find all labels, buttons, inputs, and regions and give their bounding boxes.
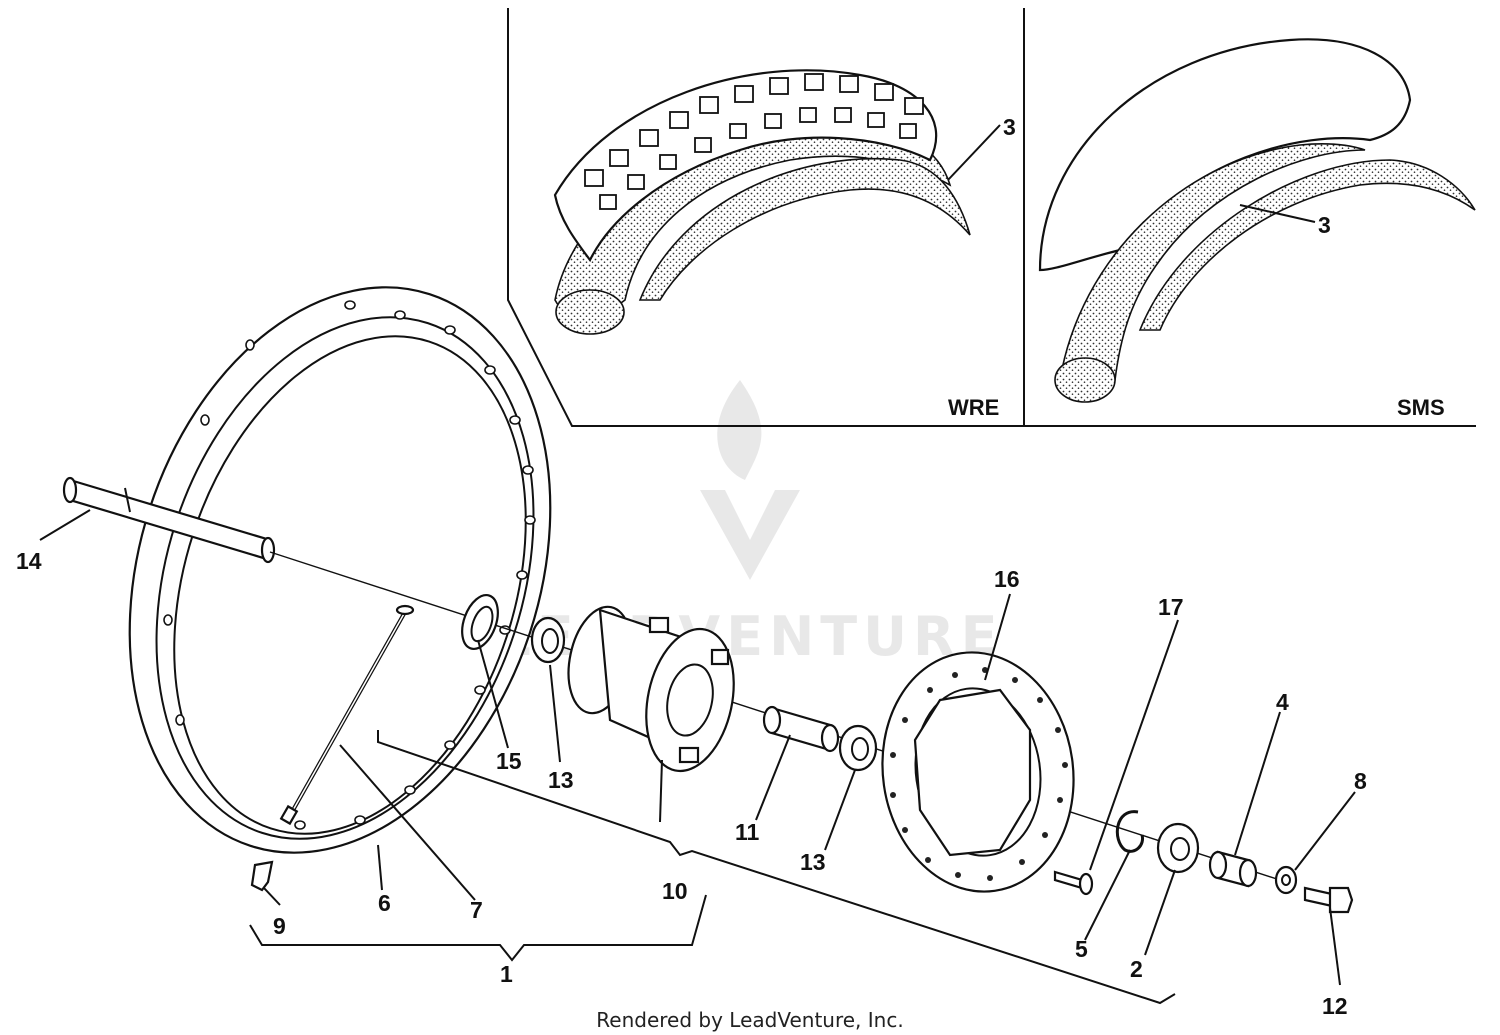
spoke xyxy=(279,604,415,826)
watermark: LEADVENTURE xyxy=(497,380,997,668)
callout-13-left: 13 xyxy=(548,767,574,793)
callout-5: 5 xyxy=(1075,936,1088,962)
leader-lines xyxy=(39,124,1356,1005)
hub xyxy=(567,605,735,773)
bearing-13-right xyxy=(838,724,878,772)
sms-tire-illustration xyxy=(1038,38,1476,403)
callout-9: 9 xyxy=(273,913,286,939)
rim xyxy=(128,286,552,854)
callout-7: 7 xyxy=(470,897,483,923)
callout-3-wre: 3 xyxy=(1003,114,1016,140)
circlip xyxy=(1115,810,1145,853)
seal-15 xyxy=(461,594,499,650)
callout-15: 15 xyxy=(496,748,522,774)
wre-tire-illustration xyxy=(553,69,971,335)
inset-label-sms: SMS xyxy=(1397,395,1445,420)
inset-frame xyxy=(507,8,1476,427)
spacer-11 xyxy=(762,705,840,753)
callout-6: 6 xyxy=(378,890,391,916)
callout-4: 4 xyxy=(1276,689,1289,715)
axle xyxy=(62,476,276,564)
inset-label-wre: WRE xyxy=(948,395,999,420)
callout-labels: 1 2 3 3 4 5 6 7 8 9 10 11 12 13 13 14 15… xyxy=(16,114,1367,1019)
callout-16: 16 xyxy=(994,566,1020,592)
callout-17: 17 xyxy=(1158,594,1184,620)
callout-12: 12 xyxy=(1322,993,1348,1019)
valve-stem xyxy=(250,860,274,892)
brake-disc xyxy=(881,651,1075,893)
callout-13-right: 13 xyxy=(800,849,826,875)
bearing-13-left xyxy=(530,616,566,664)
callout-2: 2 xyxy=(1130,956,1143,982)
bearing-2 xyxy=(1156,822,1200,874)
callout-11: 11 xyxy=(735,819,760,845)
disc-bolt xyxy=(1053,870,1094,896)
callout-14: 14 xyxy=(16,548,42,574)
spacer-4 xyxy=(1208,850,1258,888)
axle-bolt xyxy=(1303,886,1354,914)
callout-8: 8 xyxy=(1354,768,1367,794)
washer xyxy=(1274,865,1298,895)
callout-3-sms: 3 xyxy=(1318,212,1331,238)
callout-10: 10 xyxy=(662,878,688,904)
credit-text: Rendered by LeadVenture, Inc. xyxy=(596,1008,903,1032)
callout-1: 1 xyxy=(500,961,513,987)
